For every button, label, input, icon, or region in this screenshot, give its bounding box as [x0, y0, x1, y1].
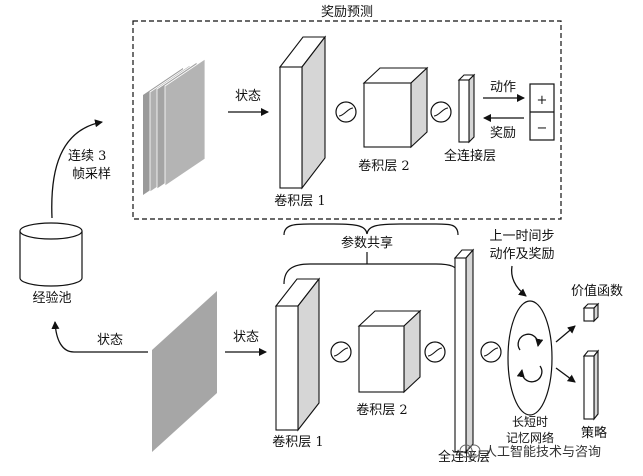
- fc-label-top: 全连接层: [444, 148, 496, 164]
- state-label-left: 状态: [97, 333, 123, 348]
- activation-icon: [335, 101, 357, 123]
- plus-sign: +: [537, 93, 548, 108]
- watermark-text: 人工智能技术与咨询: [484, 445, 601, 460]
- sample-label-line2: 帧采样: [72, 167, 111, 182]
- param-share-brace-top-right: [366, 223, 459, 236]
- conv2-block-top: [362, 66, 429, 149]
- current-frame: [152, 291, 217, 452]
- policy-arrow: [555, 367, 576, 383]
- state-label-top: 状态: [235, 89, 261, 104]
- conv1-label-top: 卷积层 1: [274, 193, 325, 209]
- activation-icon: [430, 101, 452, 123]
- activation-icon: [480, 341, 502, 363]
- conv1-label-bottom: 卷积层 1: [272, 434, 323, 450]
- minus-sign: −: [537, 121, 548, 136]
- action-label: 动作: [490, 80, 516, 95]
- conv1-block-bottom: [274, 277, 321, 432]
- reward-prediction-box: [132, 20, 562, 220]
- watermark: 人工智能技术与咨询: [459, 444, 601, 460]
- fc-block-top: [457, 73, 476, 144]
- stacked-frames: [143, 58, 206, 195]
- conv2-label-top: 卷积层 2: [358, 158, 409, 174]
- prev-step-arrow: [510, 265, 527, 297]
- lstm-node: [507, 300, 553, 416]
- value-block: [582, 302, 600, 323]
- state-label-right: 状态: [233, 330, 259, 345]
- policy-label: 策略: [581, 425, 607, 441]
- param-share-label: 参数共享: [341, 235, 393, 251]
- sampling-arrow: [51, 119, 103, 219]
- policy-block: [582, 349, 600, 421]
- reward-sign-box: [529, 83, 555, 141]
- fc-block-bottom: [453, 248, 475, 454]
- param-share-brace-top: [283, 223, 368, 236]
- lstm-label-line1: 长短时: [512, 415, 548, 429]
- value-label: 价值函数: [571, 283, 623, 299]
- state-to-pool-arrow: [51, 321, 148, 353]
- activation-icon: [330, 341, 352, 363]
- prev-step-label-line1: 上一时间步: [489, 229, 554, 244]
- activation-icon: [424, 341, 446, 363]
- experience-pool-cylinder: [19, 222, 83, 287]
- prev-step-label-line2: 动作及奖励: [489, 247, 554, 262]
- reward-label: 奖励: [490, 126, 516, 141]
- experience-pool-label: 经验池: [32, 290, 71, 306]
- lstm-label-line2: 记忆网络: [506, 430, 554, 445]
- value-arrow: [555, 325, 576, 343]
- conv2-label-bottom: 卷积层 2: [356, 402, 407, 418]
- reward-prediction-title: 奖励预测: [321, 5, 373, 20]
- conv2-block-bottom: [357, 309, 422, 394]
- sample-label-line1: 连续 3: [68, 148, 106, 164]
- conv1-block-top: [278, 35, 327, 190]
